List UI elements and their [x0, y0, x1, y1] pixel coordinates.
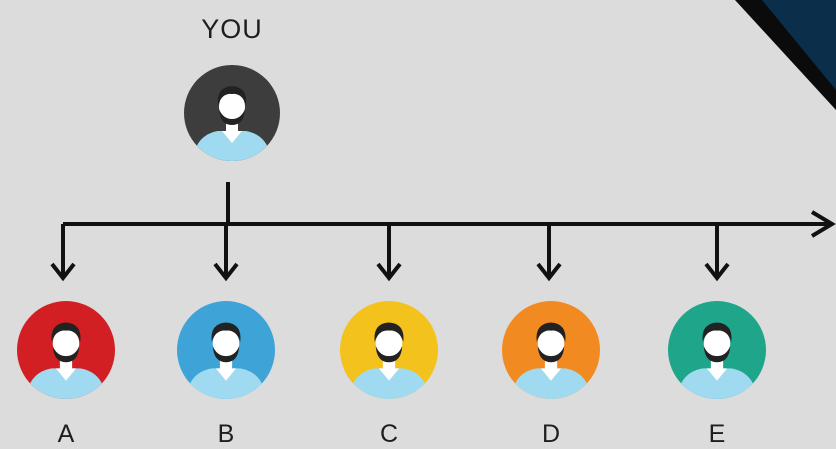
avatar-beard: [703, 345, 731, 363]
avatar-head: [537, 327, 565, 361]
child-arrows: [50, 224, 730, 282]
bus-arrowhead: [810, 210, 836, 238]
node-label-d: D: [541, 420, 561, 448]
root-avatar: [184, 65, 280, 161]
root-label: YOU: [201, 14, 263, 44]
avatar-d: [502, 301, 600, 399]
avatar-beard: [537, 345, 565, 363]
corner-decoration: [735, 0, 836, 110]
arrow-b: [213, 224, 239, 282]
node-label-c: C: [379, 420, 399, 448]
avatar-shirt: [185, 368, 267, 399]
avatar-beard: [212, 345, 240, 363]
avatar-head: [703, 327, 731, 361]
child-avatars: [17, 301, 766, 399]
avatar-c: [340, 301, 438, 399]
avatar-hair: [374, 322, 404, 342]
node-label-e: E: [708, 420, 726, 448]
avatar-shirt: [510, 368, 592, 399]
avatar-beard: [52, 345, 80, 363]
arrow-e: [704, 224, 730, 282]
avatar-e: [668, 301, 766, 399]
avatar-a: [17, 301, 115, 399]
avatar-head: [212, 327, 240, 361]
avatar-hair: [211, 322, 241, 342]
avatar-shirt: [348, 368, 430, 399]
avatar-head: [375, 327, 403, 361]
avatar-hair: [51, 322, 81, 342]
avatar-head: [219, 91, 245, 123]
avatar-shirt: [676, 368, 758, 399]
root-avatar-figure: [184, 65, 280, 161]
connector-lines: [63, 182, 836, 238]
arrow-a: [50, 224, 76, 282]
node-label-b: B: [217, 420, 235, 448]
arrow-c: [376, 224, 402, 282]
avatar-hair: [536, 322, 566, 342]
avatar-hair: [702, 322, 732, 342]
avatar-beard: [219, 109, 245, 125]
avatar-hair: [217, 86, 247, 105]
avatar-shirt: [25, 368, 107, 399]
avatar-head: [52, 327, 80, 361]
avatar-beard: [375, 345, 403, 363]
avatar-shirt: [192, 131, 272, 161]
arrow-d: [536, 224, 562, 282]
avatar-b: [177, 301, 275, 399]
node-label-a: A: [57, 420, 75, 448]
